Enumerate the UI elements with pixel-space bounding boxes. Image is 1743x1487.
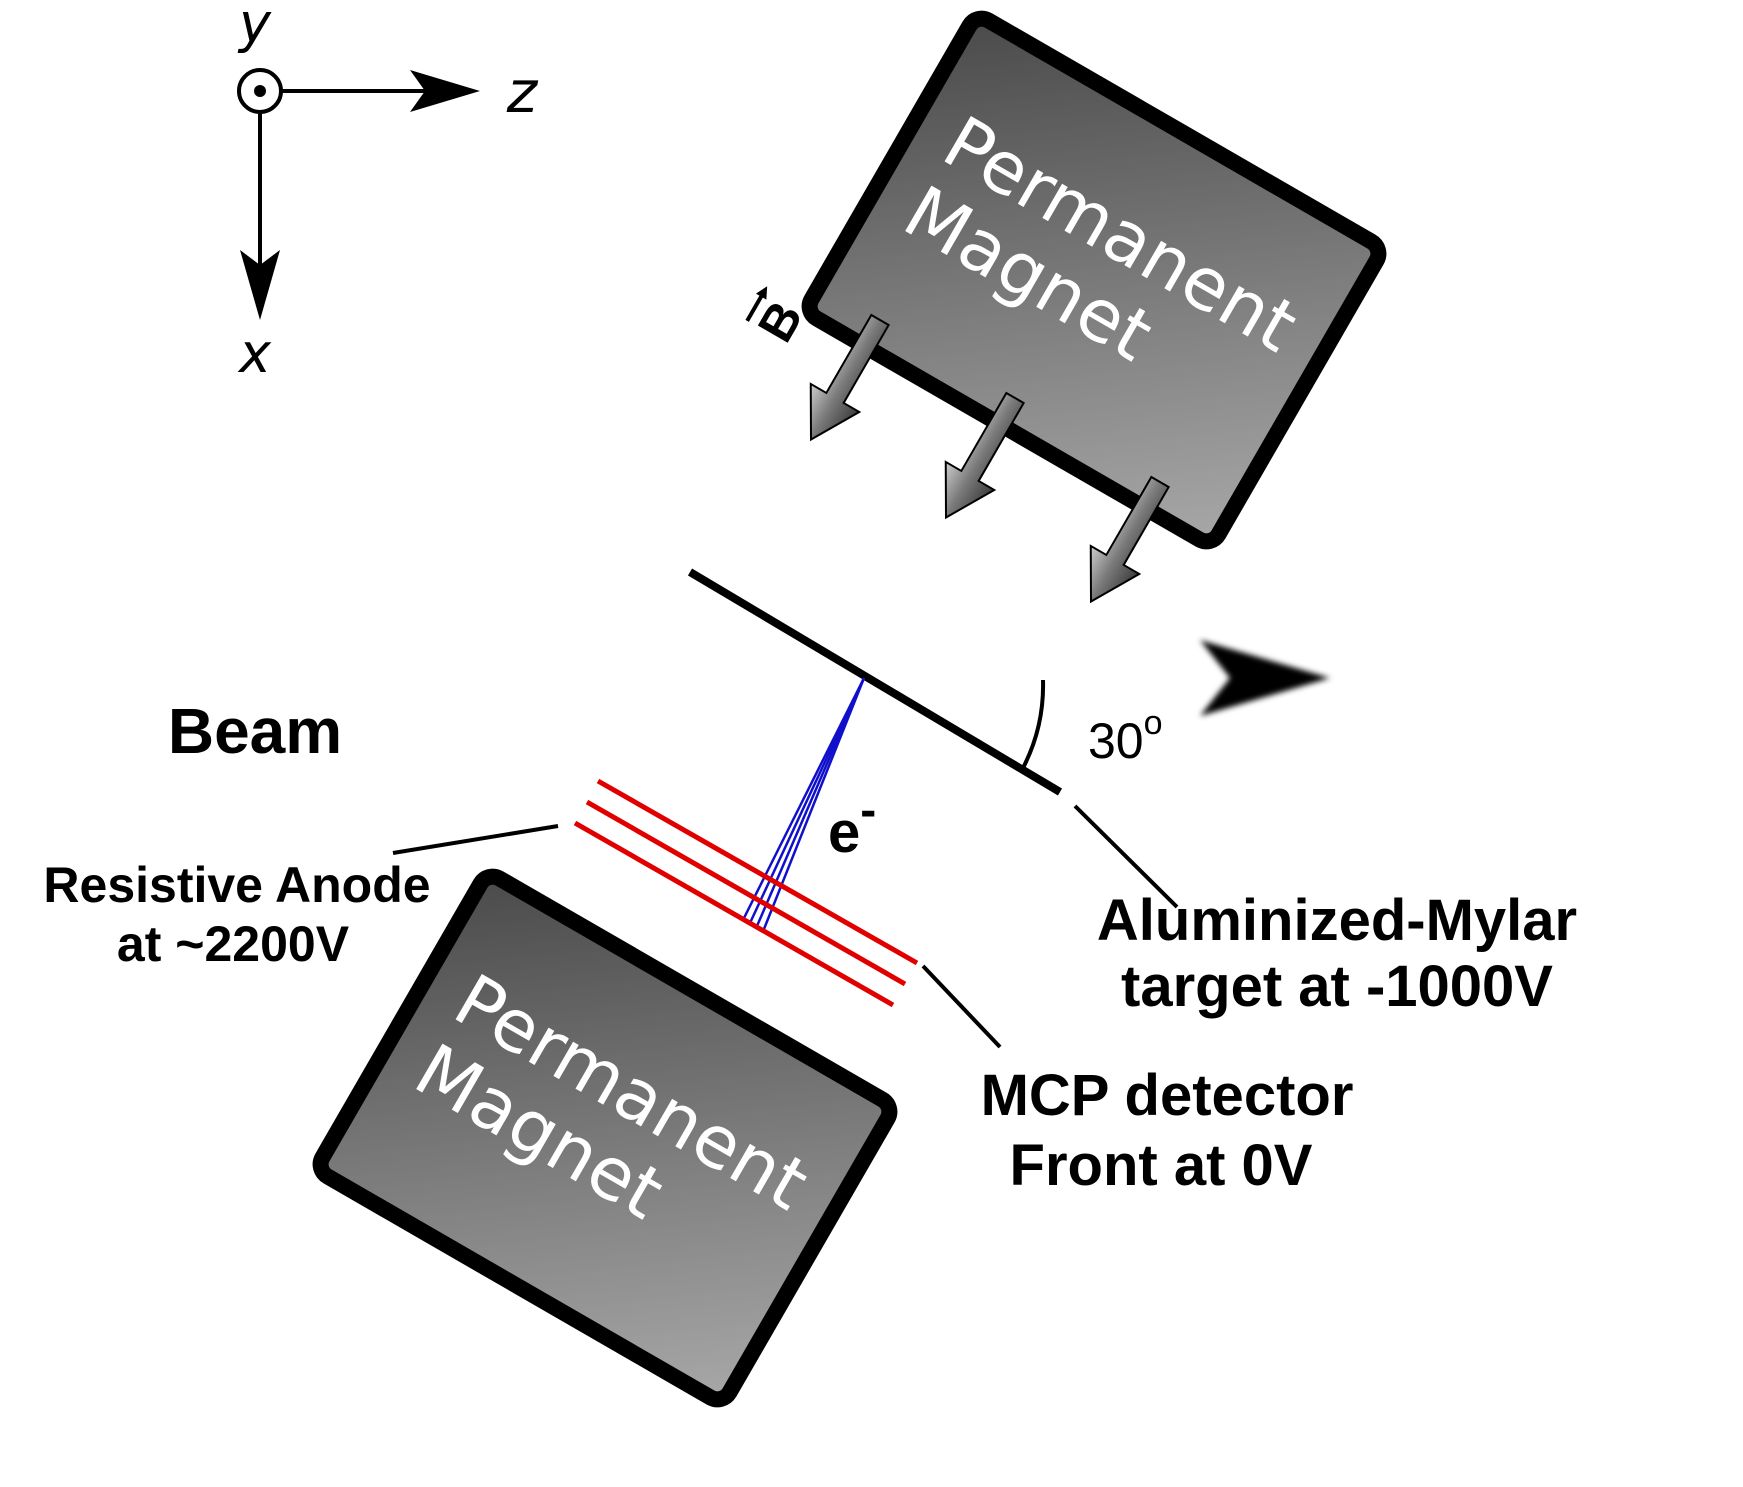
mcp-back-plate	[585, 799, 907, 987]
target-label-line2: target at -1000V	[1121, 954, 1553, 1019]
target-callout: Aluminized-Mylar target at -1000V	[1097, 888, 1577, 1019]
target-leader	[1073, 804, 1179, 909]
resistive-anode-plate	[573, 820, 895, 1008]
beam-label: Beam	[168, 695, 342, 767]
bottom-magnet: Permanent Magnet	[312, 868, 898, 1408]
mylar-target	[687, 568, 1063, 796]
mcp-front-plate	[596, 778, 919, 966]
beam: Beam	[15, 640, 1728, 767]
y-axis-label: y	[237, 0, 272, 55]
angle-arc	[1021, 679, 1046, 769]
anode-label-line1: Resistive Anode	[43, 857, 430, 913]
electron-label: e-	[828, 784, 876, 865]
field-arrow-1	[809, 313, 891, 442]
angle-label: 30o	[1088, 704, 1163, 769]
mcp-label-line1: MCP detector	[981, 1063, 1354, 1128]
mcp-leader	[921, 964, 1002, 1049]
top-magnet: Permanent Magnet	[801, 10, 1387, 550]
field-b-label: B	[745, 286, 814, 351]
magnetic-field-arrows	[809, 313, 1171, 604]
field-arrow-2	[944, 391, 1026, 520]
leader-lines	[392, 804, 1179, 1049]
x-axis-label: x	[237, 322, 272, 385]
anode-callout: Resistive Anode at ~2200V	[43, 857, 430, 972]
field-arrow-3	[1089, 475, 1171, 604]
anode-label-line2: at ~2200V	[117, 916, 350, 972]
beam-arrowhead	[1200, 640, 1330, 716]
bottom-magnet-body	[312, 868, 898, 1408]
coordinate-axes: y z x	[237, 0, 539, 385]
target-label-line1: Aluminized-Mylar	[1097, 888, 1577, 953]
mcp-callout: MCP detector Front at 0V	[981, 1063, 1354, 1198]
mcp-label-line2: Front at 0V	[1010, 1133, 1313, 1198]
mcp-detector	[573, 778, 919, 1008]
anode-leader	[392, 824, 559, 855]
z-axis-label: z	[506, 58, 539, 126]
